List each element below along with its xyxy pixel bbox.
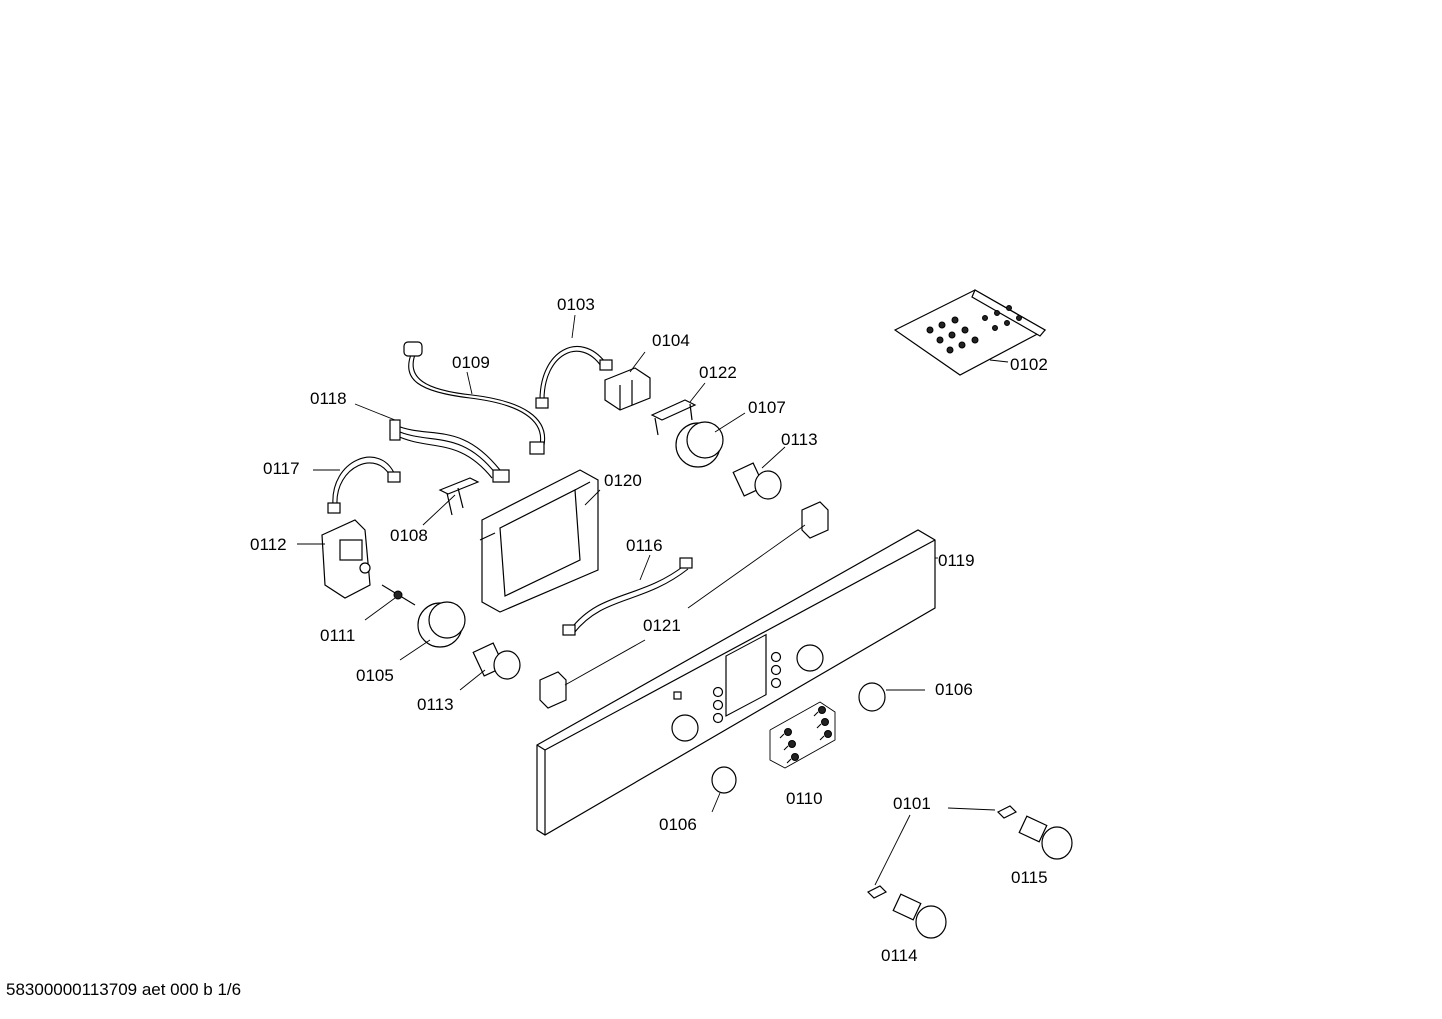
label-0118: 0118 xyxy=(310,389,347,408)
screws-0110 xyxy=(769,701,836,769)
wire-0117 xyxy=(313,456,401,514)
switch-0104 xyxy=(604,351,651,411)
label-0117: 0117 xyxy=(263,459,300,478)
thermostat-0112 xyxy=(297,519,371,599)
wire-0116 xyxy=(562,554,693,636)
label-0116: 0116 xyxy=(626,536,663,555)
label-0119: 0119 xyxy=(938,551,975,570)
label-0101: 0101 xyxy=(893,794,931,813)
label-0121: 0121 xyxy=(643,616,681,635)
label-0109: 0109 xyxy=(452,353,490,372)
label-0108: 0108 xyxy=(390,526,428,545)
frame-0120 xyxy=(479,469,601,613)
shaft-0111 xyxy=(364,584,416,621)
knob-0113-upper xyxy=(732,446,786,500)
bracket-0122 xyxy=(650,382,706,436)
label-0122: 0122 xyxy=(699,363,737,382)
screw-packet xyxy=(893,289,1047,376)
label-0107: 0107 xyxy=(748,398,786,417)
label-0112: 0112 xyxy=(250,535,287,554)
control-panel-0119 xyxy=(536,529,938,836)
label-0115: 0115 xyxy=(1011,868,1048,887)
wire-harness-0109 xyxy=(403,341,546,455)
ring-0106 xyxy=(711,682,925,813)
connector-0121 xyxy=(539,501,829,709)
knob-0113-lower xyxy=(459,642,521,691)
label-0113-lower: 0113 xyxy=(417,695,454,714)
label-0103: 0103 xyxy=(557,295,595,314)
control-knobs xyxy=(866,805,1073,939)
label-0106-left: 0106 xyxy=(659,815,697,834)
knob-housing-0107 xyxy=(675,412,746,468)
label-0120: 0120 xyxy=(604,471,642,490)
ribbon-cable-0118 xyxy=(354,403,510,483)
wire-0103 xyxy=(535,314,613,409)
label-0106-right: 0106 xyxy=(935,680,973,699)
label-0105: 0105 xyxy=(356,666,394,685)
drawing-reference-footer: 58300000113709 aet 000 b 1/6 xyxy=(6,980,242,999)
label-0102: 0102 xyxy=(1010,355,1048,374)
label-0113-upper: 0113 xyxy=(781,430,818,449)
knob-housing-0105 xyxy=(399,601,466,661)
label-0110: 0110 xyxy=(786,789,823,808)
label-0114: 0114 xyxy=(881,946,918,965)
label-0111: 0111 xyxy=(320,626,355,645)
label-0104: 0104 xyxy=(652,331,690,350)
clip-0108 xyxy=(422,477,480,526)
